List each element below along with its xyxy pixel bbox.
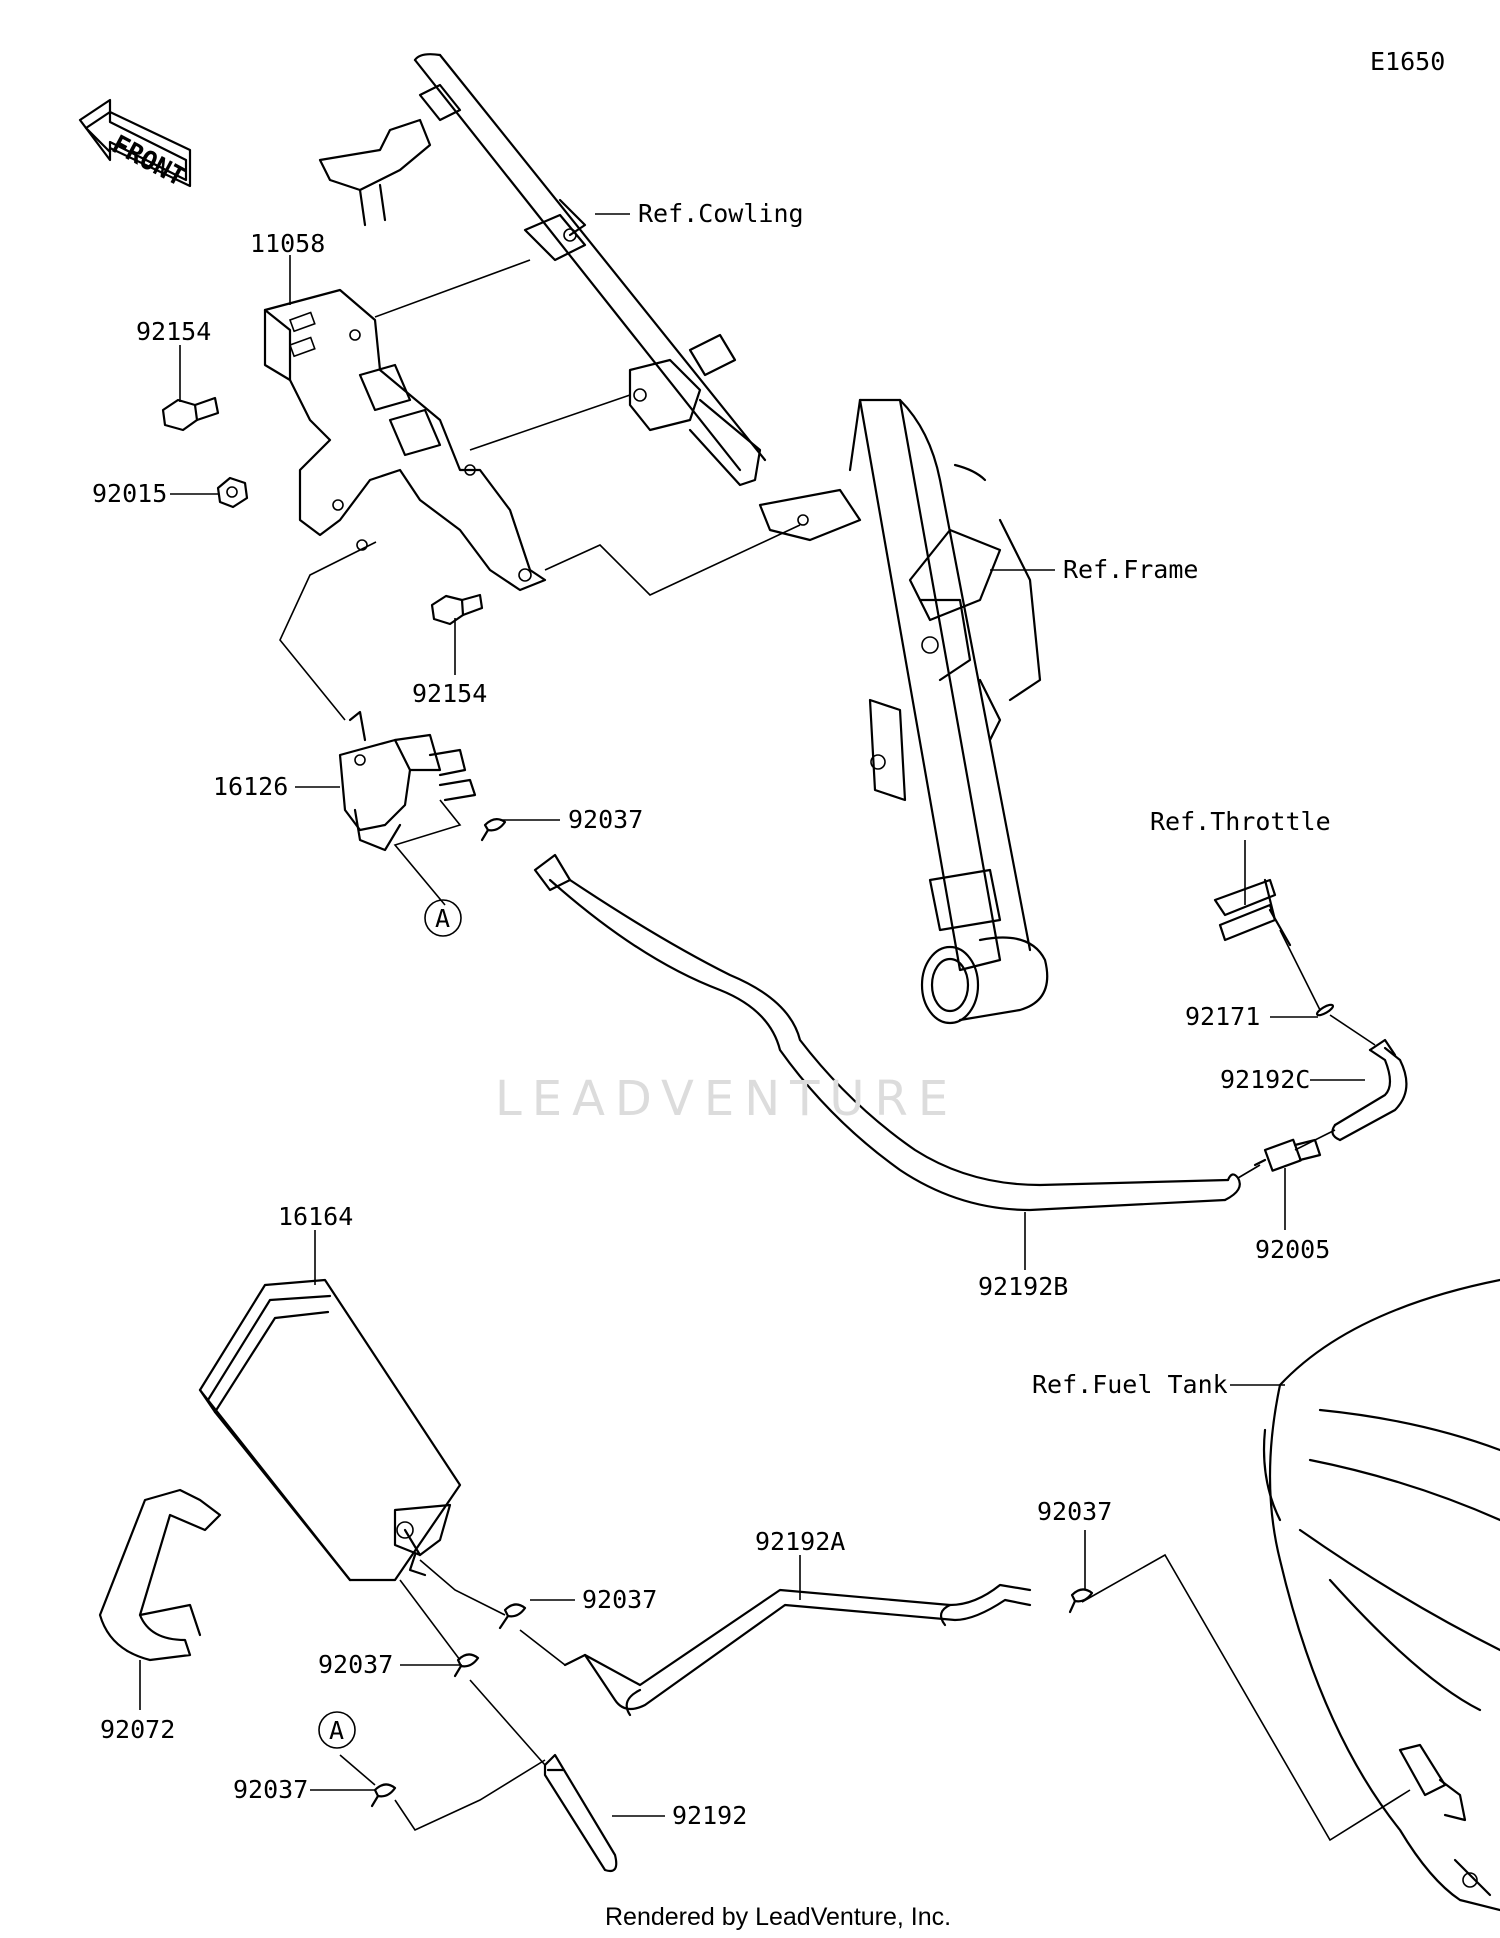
nut-92015 [216, 476, 249, 509]
canister-16164 [198, 1278, 462, 1582]
part-label-92005: 92005 [1255, 1235, 1330, 1264]
part-label-92072: 92072 [100, 1715, 175, 1744]
throttle-t-joint [1213, 878, 1292, 947]
reference-lines [279, 259, 1411, 1842]
front-arrow-label: FRONT [107, 130, 190, 193]
orifice-92171 [1315, 1003, 1335, 1017]
cowling-stay [318, 53, 767, 487]
diagram-id: E1650 [1370, 47, 1445, 76]
part-label-92192a: 92192A [755, 1527, 845, 1556]
part-label-92192c: 92192C [1220, 1065, 1310, 1094]
callout-leaders [139, 213, 1365, 1817]
strap-92072 [98, 1488, 222, 1662]
part-label-92192: 92192 [672, 1801, 747, 1830]
part-label-92154-bottom: 92154 [412, 679, 487, 708]
marker-a-top-label: A [435, 904, 450, 933]
joint-92005 [1253, 1138, 1322, 1172]
part-label-92154-top: 92154 [136, 317, 211, 346]
ref-frame-label: Ref.Frame [1063, 555, 1198, 584]
part-label-11058: 11058 [250, 229, 325, 258]
front-arrow-icon: FRONT [78, 98, 192, 193]
clip-92037-lower [453, 1653, 480, 1678]
hose-92192b [533, 853, 1241, 1212]
part-label-92037-valve: 92037 [568, 805, 643, 834]
part-label-92171: 92171 [1185, 1002, 1260, 1031]
fuel-tank [1262, 1278, 1500, 1912]
part-label-16126: 16126 [213, 772, 288, 801]
hose-92192a [563, 1583, 1032, 1717]
bracket-11058 [263, 288, 547, 592]
valve-16126 [338, 710, 477, 852]
footer-credit: Rendered by LeadVenture, Inc. [605, 1903, 951, 1931]
part-label-92037-bottom: 92037 [233, 1775, 308, 1804]
hose-92192c [1331, 1038, 1408, 1142]
marker-a-bottom-label: A [329, 1716, 344, 1745]
marker-a-top: A [424, 899, 462, 937]
ref-cowling-label: Ref.Cowling [638, 199, 804, 228]
part-label-92037-canister: 92037 [582, 1585, 657, 1614]
clip-92037-tank [1068, 1588, 1094, 1614]
clip-92037-canister [498, 1603, 527, 1630]
clip-92037-bottom [370, 1783, 397, 1808]
marker-a-bottom: A [318, 1711, 356, 1749]
bolt-92154-top [161, 396, 220, 432]
part-label-92037-tank: 92037 [1037, 1497, 1112, 1526]
ref-throttle-label: Ref.Throttle [1150, 807, 1331, 836]
bolt-92154-bottom [430, 593, 484, 626]
part-label-92015: 92015 [92, 479, 167, 508]
frame [758, 398, 1049, 1025]
ref-fuel-tank-label: Ref.Fuel Tank [1032, 1370, 1228, 1399]
part-label-92037-lower: 92037 [318, 1650, 393, 1679]
watermark: LEADVENTURE [495, 1071, 958, 1127]
hose-92192 [543, 1753, 618, 1873]
part-label-92192b: 92192B [978, 1272, 1068, 1301]
part-label-16164: 16164 [278, 1202, 353, 1231]
clip-92037-valve [480, 818, 507, 842]
